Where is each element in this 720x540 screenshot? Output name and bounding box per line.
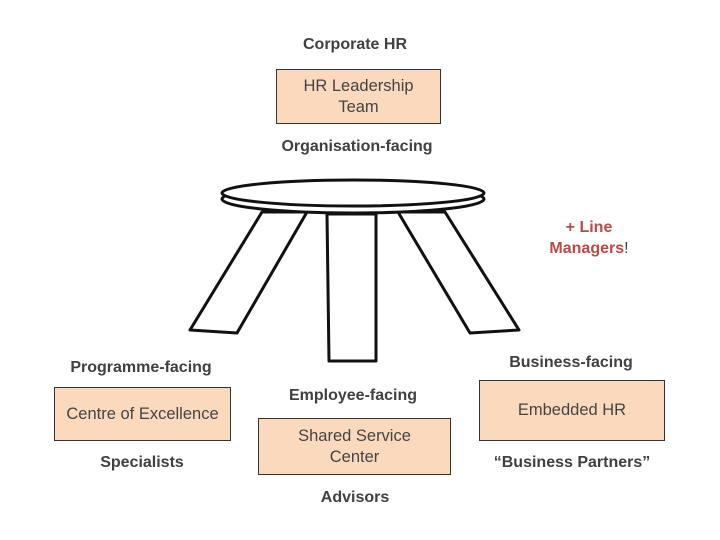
shared-service-center-box: Shared Service Center bbox=[258, 418, 451, 475]
centre-of-excellence-box: Centre of Excellence bbox=[54, 387, 231, 441]
employee-facing-label: Employee-facing bbox=[288, 387, 418, 404]
centre-of-excellence-label: Centre of Excellence bbox=[66, 404, 219, 423]
stool-leg-left bbox=[188, 210, 309, 335]
hr-leadership-team-box: HR Leadership Team bbox=[276, 69, 441, 124]
embedded-hr-box: Embedded HR bbox=[479, 380, 665, 441]
stool-leg-right bbox=[396, 210, 521, 335]
specialists-label: Specialists bbox=[100, 454, 184, 471]
organisation-facing-label: Organisation-facing bbox=[281, 138, 433, 155]
corporate-hr-heading: Corporate HR bbox=[302, 36, 408, 53]
hr-leadership-team-label: HR Leadership Team bbox=[303, 76, 414, 116]
embedded-hr-label: Embedded HR bbox=[517, 401, 627, 419]
stool-leg-middle bbox=[325, 212, 378, 363]
business-partners-label: “Business Partners” bbox=[493, 454, 651, 471]
stool-seat-top bbox=[220, 178, 486, 208]
line-managers-note-line2: Managers! bbox=[549, 240, 629, 257]
programme-facing-label: Programme-facing bbox=[70, 359, 212, 376]
shared-service-center-label: Shared Service Center bbox=[298, 426, 411, 466]
line-managers-note-line1: + Line bbox=[565, 219, 613, 236]
business-facing-label: Business-facing bbox=[509, 354, 633, 371]
advisors-label: Advisors bbox=[320, 489, 390, 506]
